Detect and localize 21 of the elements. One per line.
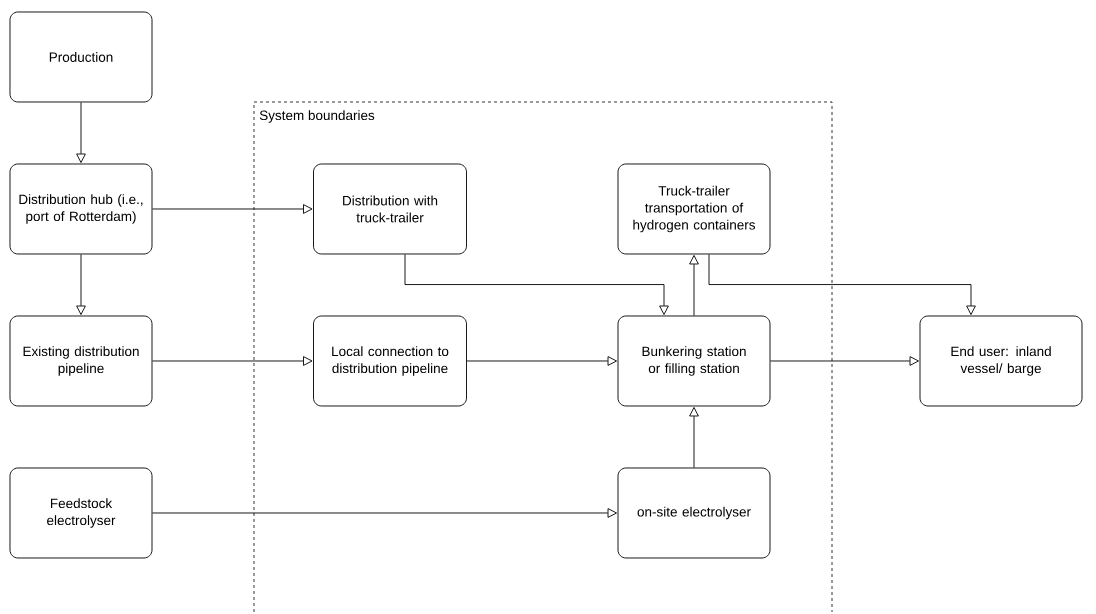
- process-box: Bunkering station or filling station: [617, 315, 771, 407]
- process-box: End user: inland vessel/ barge: [919, 315, 1083, 407]
- process-box: Distribution hub (i.e., port of Rotterdam): [9, 163, 153, 255]
- arrow: [404, 254, 669, 315]
- arrow: [466, 356, 617, 366]
- arrow: [152, 356, 313, 366]
- arrow: [689, 407, 699, 468]
- process-box: Production: [9, 11, 153, 103]
- arrow: [76, 102, 86, 163]
- arrow: [708, 254, 976, 315]
- arrow: [76, 254, 86, 315]
- process-box: Local connection to distribution pipeline: [313, 315, 467, 407]
- process-box: Distribution with truck-trailer: [313, 163, 467, 255]
- arrow: [152, 508, 617, 518]
- arrow: [152, 204, 313, 214]
- process-box: Existing distribution pipeline: [9, 315, 153, 407]
- process-box: Truck-trailer transportation of hydrogen containers: [617, 163, 771, 255]
- arrow: [770, 356, 919, 366]
- arrow: [689, 255, 699, 316]
- process-box: Feedstock electrolyser: [9, 467, 153, 559]
- process-box: on-site electrolyser: [617, 467, 771, 559]
